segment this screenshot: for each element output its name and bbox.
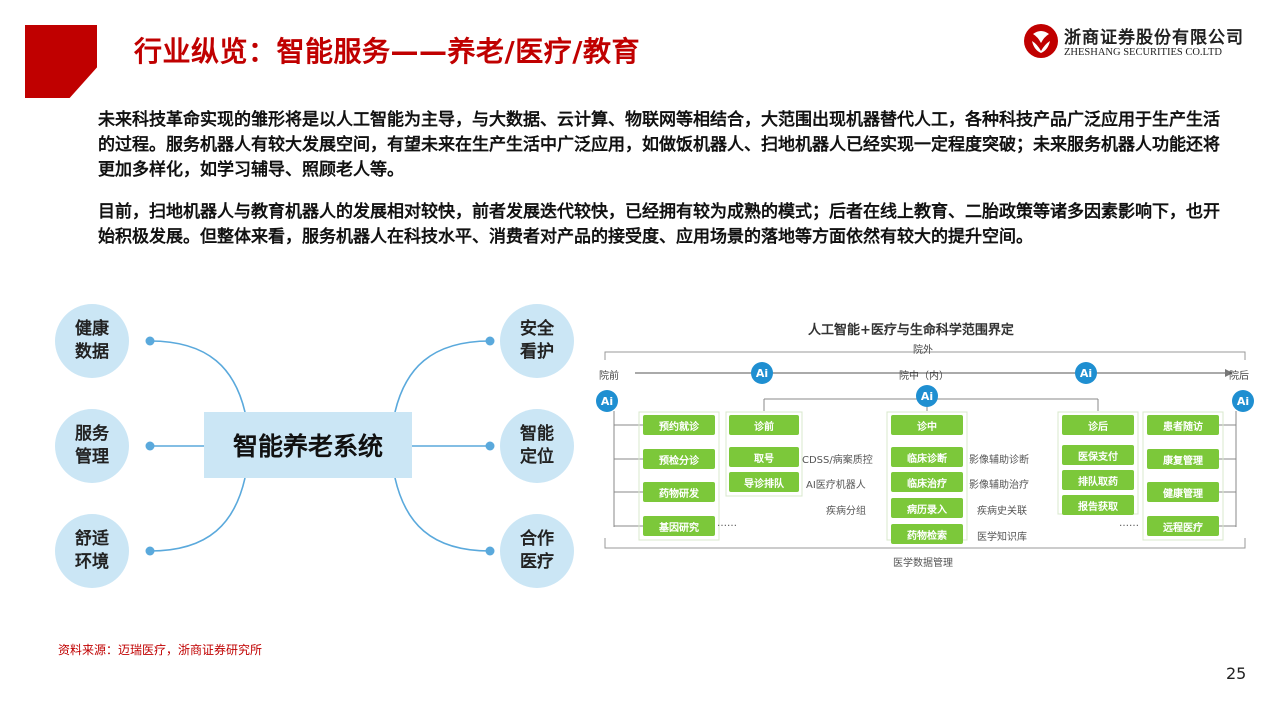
box-take-number: 取号 [729, 447, 799, 467]
care-diagram-connectors [145, 336, 495, 556]
box-remote-medical: 远程医疗 [1147, 516, 1219, 536]
medical-diagram-title: 人工智能+医疗与生命科学范围界定 [808, 323, 1014, 338]
smart-elderly-care-diagram: 健康数据 服务管理 舒适环境 安全看护 智能定位 合作医疗 智能养老系统 [55, 300, 585, 600]
node-safety-care: 安全看护 [500, 304, 574, 378]
ai-badge-icon: Ai [1075, 362, 1097, 384]
logo-chinese-name: 浙商证券股份有限公司 [1064, 28, 1244, 48]
box-gene-research: 基因研究 [643, 516, 715, 536]
ai-badge-icon: Ai [1232, 390, 1254, 412]
box-drug-research: 药物研发 [643, 482, 715, 502]
source-note: 资料来源：迈瑞医疗，浙商证券研究所 [58, 643, 263, 657]
box-rehab-management: 康复管理 [1147, 449, 1219, 469]
box-clinical-diagnosis: 临床诊断 [891, 447, 963, 467]
logo-english-name: ZHESHANG SECURITIES CO.LTD [1064, 47, 1222, 58]
box-health-management: 健康管理 [1147, 482, 1219, 502]
box-queue-medicine: 排队取药 [1062, 470, 1134, 490]
ellipsis-left: …… [717, 518, 737, 529]
box-triage: 预检分诊 [643, 449, 715, 469]
ai-badge-icon: Ai [596, 390, 618, 412]
ellipsis-right: …… [1119, 518, 1139, 529]
label-imaging-diagnosis: 影像辅助诊断 [969, 455, 1029, 466]
center-smart-care-system: 智能养老系统 [204, 412, 412, 478]
box-record-entry: 病历录入 [891, 498, 963, 518]
company-logo: 浙商证券股份有限公司 ZHESHANG SECURITIES CO.LTD [1024, 22, 1250, 62]
box-patient-follow-up: 患者随访 [1147, 415, 1219, 435]
node-service-management: 服务管理 [55, 409, 129, 483]
corner-decoration [25, 25, 97, 98]
label-pre-hospital: 院前 [599, 371, 619, 382]
node-cooperative-medical: 合作医疗 [500, 514, 574, 588]
label-disease-history: 疾病史关联 [977, 506, 1027, 517]
node-health-data: 健康数据 [55, 304, 129, 378]
label-outside-hospital: 院外 [913, 345, 933, 356]
paragraph-1: 未来科技革命实现的雏形将是以人工智能为主导，与大数据、云计算、物联网等相结合，大… [98, 110, 1220, 180]
label-ai-robot: AI医疗机器人 [806, 480, 866, 491]
slide-title: 行业纵览：智能服务——养老/医疗/教育 [134, 35, 640, 68]
label-knowledge-base: 医学知识库 [977, 532, 1027, 543]
box-guidance-queue: 导诊排队 [729, 472, 799, 492]
box-in-diagnosis: 诊中 [891, 415, 963, 435]
paragraph-2: 目前，扫地机器人与教育机器人的发展相对较快，前者发展迭代较快，已经拥有较为成熟的… [98, 202, 1220, 247]
label-in-hospital: 院中（内） [899, 371, 949, 382]
box-pre-diagnosis: 诊前 [729, 415, 799, 435]
ai-badge-icon: Ai [751, 362, 773, 384]
ai-badge-icon: Ai [916, 385, 938, 407]
label-imaging-treatment: 影像辅助治疗 [969, 480, 1029, 491]
node-comfort-environment: 舒适环境 [55, 514, 129, 588]
box-appointment: 预约就诊 [643, 415, 715, 435]
box-insurance-payment: 医保支付 [1062, 445, 1134, 465]
node-smart-location: 智能定位 [500, 409, 574, 483]
page-number: 25 [1226, 664, 1247, 683]
label-post-hospital: 院后 [1229, 371, 1249, 382]
box-drug-search: 药物检索 [891, 524, 963, 544]
label-medical-data-management: 医学数据管理 [893, 558, 953, 569]
box-report-retrieval: 报告获取 [1062, 495, 1134, 515]
box-clinical-treatment: 临床治疗 [891, 472, 963, 492]
logo-emblem-icon [1024, 24, 1058, 58]
label-disease-grouping: 疾病分组 [826, 506, 866, 517]
box-post-diagnosis: 诊后 [1062, 415, 1134, 435]
label-cdss: CDSS/病案质控 [802, 455, 873, 466]
medical-ai-scope-diagram: 人工智能+医疗与生命科学范围界定 院外 院前 院中（内） 院后 Ai Ai Ai… [593, 312, 1257, 572]
